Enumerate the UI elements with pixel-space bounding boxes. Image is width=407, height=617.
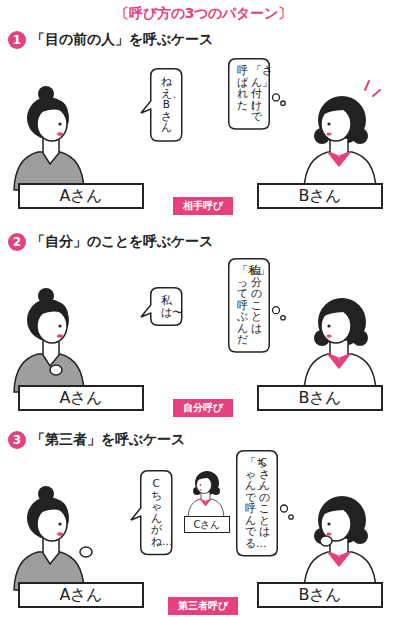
text-column: 「さん」付けで [251,65,262,123]
label-text: Bさん [299,585,342,606]
heading-text: 「自分」のことを呼ぶケース [31,233,213,251]
text-column: 「私」って呼ぶんだ [237,265,248,346]
bubble-text: ねえ、Bさん [161,76,172,134]
name-plate: Bさん [257,385,383,411]
speech-bubble: 私は〜 [150,287,183,326]
label-text: 第三者呼び [178,600,228,611]
bubble-text: Cさんのことは 「ちゃん」で呼んでる… [245,457,269,549]
thought-bubble [228,58,270,130]
bubble-text: 私は〜 [161,295,172,318]
label-text: Aさん [60,585,103,606]
callout-number: 3 [8,431,26,449]
name-plate: Aさん [18,385,144,411]
bubble-text: 「さん」付けで 呼ばれた！ [237,65,261,123]
name-plate: Aさん [18,582,144,608]
person-c [188,471,224,518]
label-text: 相手呼び [183,200,223,211]
section-heading: 2 「自分」のことを呼ぶケース [8,233,213,251]
name-plate: Bさん [257,582,383,608]
section-heading: 3 「第三者」を呼ぶケース [8,431,185,449]
text-column: 呼ばれた！ [237,65,248,123]
name-plate: Cさん [184,516,230,533]
text-column: Cちゃんがね… [151,478,162,547]
label-text: 自分呼び [183,402,223,413]
text-column: ねえ、Bさん [161,76,172,134]
surprise-marks [365,81,380,96]
title: 〔呼び方の3つのパターン〕 [0,5,407,23]
bubble-text: Cちゃんがね… [151,478,162,547]
thought-bubble: 自分のことは 「私」って呼ぶんだ [228,258,270,353]
speech-bubble: ねえ、Bさん [150,68,183,142]
thought-bubble [236,450,278,556]
label-text: Bさん [299,186,342,207]
callout-number: 2 [8,233,26,251]
label-text: Bさん [299,388,342,409]
bubble-text: 自分のことは 「私」って呼ぶんだ [237,265,261,346]
person-a [14,288,84,392]
thought-bubble: 「さん」付けで 呼ばれた！ [228,58,270,130]
callout-number: 1 [8,31,26,49]
speech-bubble: Cちゃんがね… [140,470,173,555]
name-plate: Aさん [18,183,144,209]
person-a [14,486,84,590]
hand [80,547,92,557]
thought-bubble: Cさんのことは 「ちゃん」で呼んでる… [236,450,278,556]
person-b [304,298,376,392]
person-b [304,496,376,590]
text-column: Cさんのことは [259,457,270,549]
section-heading: 1 「目の前の人」を呼ぶケース [8,31,213,49]
heading-text: 「第三者」を呼ぶケース [31,431,185,449]
label-band: 自分呼び [173,399,233,417]
person-a [14,86,84,190]
hand [50,365,62,375]
text-column: 自分のことは [251,265,262,346]
label-text: Aさん [60,388,103,409]
label-band: 相手呼び [173,197,233,215]
text-column: 私は〜 [161,295,172,318]
hand [320,536,332,546]
text-column: 「ちゃん」で呼んでる… [245,457,256,549]
label-text: Aさん [60,186,103,207]
person-b [304,96,376,190]
name-plate: Bさん [257,183,383,209]
label-band: 第三者呼び [168,597,238,615]
thought-bubble [228,258,270,353]
label-text: Cさん [194,518,221,532]
heading-text: 「目の前の人」を呼ぶケース [31,31,213,49]
